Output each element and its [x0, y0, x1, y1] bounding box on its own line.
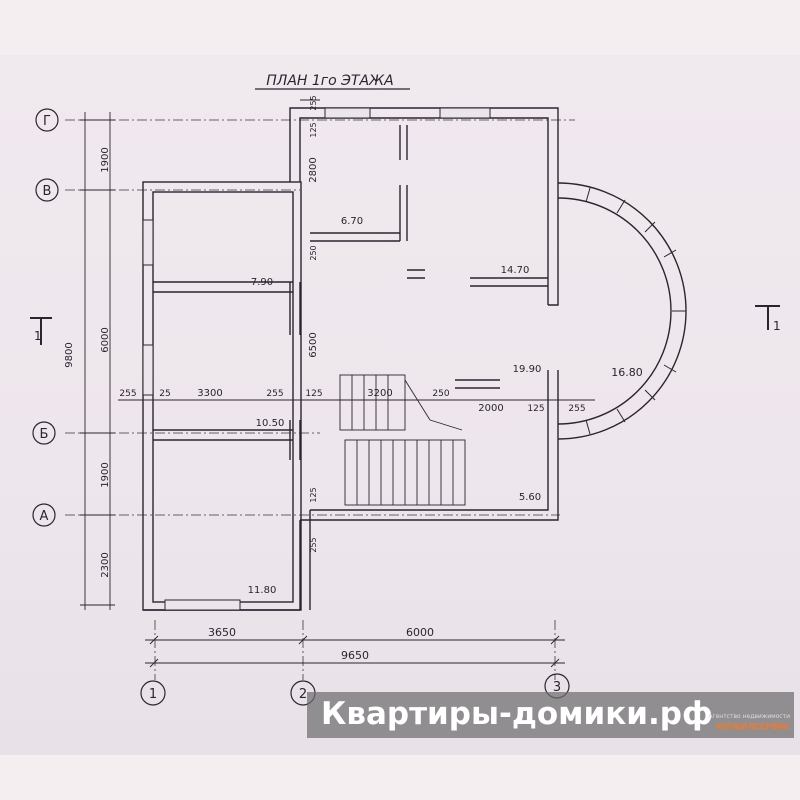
watermark-banner: Квартиры-домики.рф Агентство недвижимост… [307, 692, 794, 738]
row-dim-250-right: 250 [432, 389, 449, 399]
axis-label-b: Б [40, 427, 49, 442]
area-19-90: 19.90 [513, 364, 542, 375]
left-dimension-lines [80, 99, 320, 610]
axis-label-1: 1 [149, 687, 157, 702]
dim-125-low: 125 [309, 487, 318, 502]
plan-title: ПЛАН 1го ЭТАЖА [266, 73, 393, 89]
bottom-dim-3650: 3650 [208, 626, 236, 639]
row-dim-2000: 2000 [478, 403, 503, 414]
dim-1900-bottom: 1900 [100, 462, 111, 487]
dim-125-top: 125 [309, 122, 318, 137]
walls [142, 107, 559, 611]
windows [142, 107, 491, 611]
axis-label-g: Г [43, 114, 51, 129]
dim-2300: 2300 [100, 552, 111, 577]
area-10-50: 10.50 [256, 418, 285, 429]
dim-6500: 6500 [308, 332, 319, 357]
dim-255-top: 255 [309, 95, 318, 110]
drawing-sheet [0, 55, 800, 755]
dim-9800: 9800 [64, 342, 75, 367]
area-11-80: 11.80 [248, 585, 277, 596]
area-5-60: 5.60 [519, 492, 541, 503]
row-dim-255-mid: 255 [266, 389, 283, 399]
dim-6000-left: 6000 [100, 327, 111, 352]
axis-label-3: 3 [553, 680, 561, 695]
dim-2800: 2800 [308, 157, 319, 182]
staircase [339, 374, 466, 506]
dim-1900-top: 1900 [100, 147, 111, 172]
bottom-dim-6000: 6000 [406, 626, 434, 639]
watermark-brand: ЮРЖИЛСЕРВИС [715, 722, 790, 731]
row-dim-255-right: 255 [568, 404, 585, 414]
section-markers [30, 305, 780, 345]
watermark-text: Квартиры-домики.рф [321, 696, 713, 732]
area-14-70: 14.70 [501, 265, 530, 276]
row-dim-255-left: 255 [119, 389, 136, 399]
row-dim-25: 25 [159, 389, 170, 399]
dim-250-mid: 250 [309, 245, 318, 260]
section-mark-left: 1 [34, 329, 42, 343]
area-7-90: 7.90 [251, 277, 273, 288]
axis-label-2: 2 [299, 687, 307, 702]
bay-segments [585, 187, 686, 435]
bay-window [557, 182, 687, 440]
area-16-80: 16.80 [611, 366, 643, 379]
watermark-agency: Агентство недвижимости [708, 713, 790, 720]
axis-markers-letters [32, 108, 59, 527]
row-dim-3200: 3200 [367, 388, 392, 399]
section-mark-right: 1 [773, 319, 781, 333]
bottom-dim-9650: 9650 [341, 649, 369, 662]
row-dim-3300: 3300 [197, 388, 222, 399]
row-dim-125-mid: 125 [305, 389, 322, 399]
axis-label-a: А [40, 509, 49, 524]
bottom-dimension-lines [145, 635, 565, 668]
axis-label-v: В [43, 184, 52, 199]
row-dim-125-right: 125 [527, 404, 544, 414]
area-6-70: 6.70 [341, 216, 363, 227]
dim-255-low: 255 [309, 537, 318, 552]
